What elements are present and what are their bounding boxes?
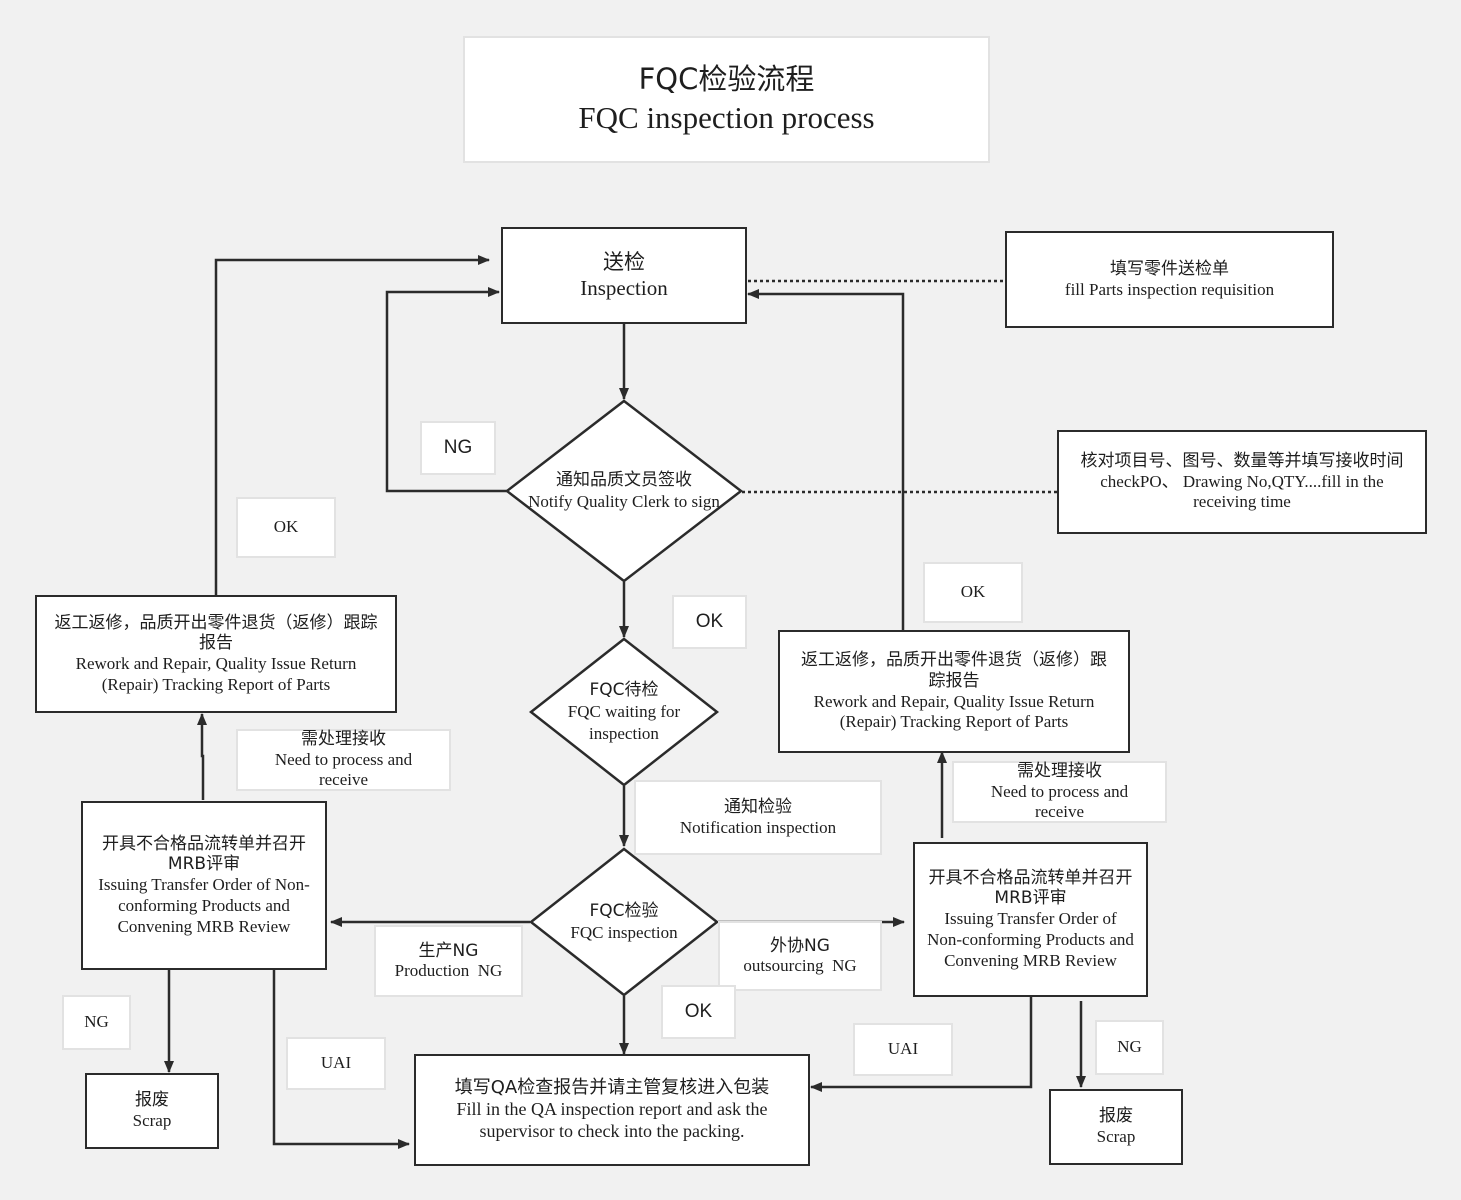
outsourcing-ng-zh: 外协NG xyxy=(770,935,830,956)
notification-label: 通知检验 Notification inspection xyxy=(634,780,882,855)
scrap-left-box: 报废 Scrap xyxy=(85,1073,219,1149)
ok-clerk-text: OK xyxy=(695,610,724,632)
arrow-ng-loop xyxy=(385,287,507,493)
fqc-inspection-zh: FQC检验 xyxy=(589,900,659,921)
need-left-label: 需处理接收 Need to process and receive xyxy=(236,729,451,791)
fill-requisition-en: fill Parts inspection requisition xyxy=(1064,279,1275,299)
ok-right-return-label: OK xyxy=(923,562,1023,623)
inspection-zh: 送检 xyxy=(603,249,645,274)
arrow-right-ok-return xyxy=(747,289,905,630)
rework-left-en: Rework and Repair, Quality Issue Return … xyxy=(75,654,357,694)
notification-en: Notification inspection xyxy=(679,817,837,837)
ng-left-label: NG xyxy=(62,995,131,1050)
production-ng-zh: 生产NG xyxy=(418,940,479,961)
arrow-left-ok-return xyxy=(214,255,490,596)
ok-right-return-text: OK xyxy=(960,582,986,602)
ng-clerk-label: NG xyxy=(420,421,496,475)
arrow-mrb-left-to-rework xyxy=(197,713,207,800)
mrb-right-en: Issuing Transfer Order of Non-conforming… xyxy=(927,909,1134,970)
inspection-box: 送检 Inspection xyxy=(501,227,747,324)
need-right-en: Need to process and receive xyxy=(990,781,1129,822)
qa-report-en: Fill in the QA inspection report and ask… xyxy=(456,1099,768,1141)
mrb-left-zh: 开具不合格品流转单并召开MRB评审 xyxy=(102,833,306,875)
diagram-title-en: FQC inspection process xyxy=(578,100,875,136)
arrow-uai-right xyxy=(810,997,1033,1092)
scrap-right-zh: 报废 xyxy=(1099,1106,1133,1127)
need-right-label: 需处理接收 Need to process and receive xyxy=(952,761,1167,823)
check-po-en: checkPO、 Drawing No,QTY....fill in the r… xyxy=(1100,471,1384,512)
scrap-right-en: Scrap xyxy=(1096,1127,1136,1146)
uai-right-text: UAI xyxy=(887,1039,919,1059)
scrap-left-zh: 报废 xyxy=(135,1090,169,1111)
uai-left-label: UAI xyxy=(286,1037,386,1090)
mrb-right-box: 开具不合格品流转单并召开MRB评审 Issuing Transfer Order… xyxy=(913,842,1148,997)
fqc-waiting-zh: FQC待检 xyxy=(589,680,659,701)
qa-report-box: 填写QA检查报告并请主管复核进入包装 Fill in the QA inspec… xyxy=(414,1054,810,1166)
fqc-inspection-en: FQC inspection xyxy=(570,923,678,942)
fqc-waiting-text: FQC待检 FQC waiting for inspection xyxy=(554,676,694,748)
check-po-zh: 核对项目号、图号、数量等并填写接收时间 xyxy=(1080,450,1404,471)
qa-report-zh: 填写QA检查报告并请主管复核进入包装 xyxy=(454,1077,770,1099)
scrap-left-en: Scrap xyxy=(132,1111,172,1130)
fill-requisition-box: 填写零件送检单 fill Parts inspection requisitio… xyxy=(1005,231,1334,328)
ng-right-text: NG xyxy=(1117,1037,1142,1057)
ok-left-return-text: OK xyxy=(273,517,299,537)
uai-right-label: UAI xyxy=(853,1023,953,1076)
rework-right-zh: 返工返修，品质开出零件退货（返修）跟踪报告 xyxy=(801,650,1107,691)
ok-qa-label: OK xyxy=(661,985,736,1039)
production-ng-en: Production NG xyxy=(394,961,503,980)
fill-requisition-zh: 填写零件送检单 xyxy=(1110,258,1229,279)
ng-clerk-text: NG xyxy=(443,436,473,458)
fqc-inspection-diamond xyxy=(528,847,720,997)
rework-left-zh: 返工返修，品质开出零件退货（返修）跟踪报告 xyxy=(54,612,378,654)
fqc-waiting-diamond xyxy=(528,637,720,787)
fqc-waiting-en: FQC waiting for inspection xyxy=(567,702,681,743)
ok-left-return-label: OK xyxy=(236,497,336,558)
ok-clerk-label: OK xyxy=(672,595,747,649)
mrb-right-zh: 开具不合格品流转单并召开MRB评审 xyxy=(928,867,1133,909)
need-left-zh: 需处理接收 xyxy=(301,729,386,750)
rework-right-en: Rework and Repair, Quality Issue Return … xyxy=(813,691,1095,732)
notify-clerk-diamond xyxy=(504,399,744,583)
arrow-uai-left xyxy=(272,969,410,1149)
diagram-title-box: FQC检验流程 FQC inspection process xyxy=(463,36,990,163)
need-right-zh: 需处理接收 xyxy=(1017,761,1102,782)
notification-zh: 通知检验 xyxy=(724,797,792,818)
ok-qa-text: OK xyxy=(684,1000,713,1022)
scrap-right-box: 报废 Scrap xyxy=(1049,1089,1183,1165)
inspection-en: Inspection xyxy=(580,275,668,300)
fqc-inspection-text: FQC检验 FQC inspection xyxy=(554,898,694,946)
ng-left-text: NG xyxy=(84,1012,109,1032)
mrb-left-en: Issuing Transfer Order of Non-conforming… xyxy=(98,875,310,936)
check-po-box: 核对项目号、图号、数量等并填写接收时间 checkPO、 Drawing No,… xyxy=(1057,430,1427,534)
production-ng-label: 生产NG Production NG xyxy=(374,925,523,997)
uai-left-text: UAI xyxy=(320,1053,352,1073)
outsourcing-ng-label: 外协NG outsourcing NG xyxy=(718,921,882,991)
notify-clerk-en: Notify Quality Clerk to sign xyxy=(528,492,720,511)
ng-right-label: NG xyxy=(1095,1020,1164,1075)
mrb-left-box: 开具不合格品流转单并召开MRB评审 Issuing Transfer Order… xyxy=(81,801,327,970)
notify-clerk-text: 通知品质文员签收 Notify Quality Clerk to sign xyxy=(527,451,721,531)
notify-clerk-zh: 通知品质文员签收 xyxy=(556,469,692,490)
rework-left-box: 返工返修，品质开出零件退货（返修）跟踪报告 Rework and Repair,… xyxy=(35,595,397,713)
diagram-title-zh: FQC检验流程 xyxy=(638,61,815,96)
need-left-en: Need to process and receive xyxy=(274,749,413,790)
outsourcing-ng-en: outsourcing NG xyxy=(743,956,857,975)
rework-right-box: 返工返修，品质开出零件退货（返修）跟踪报告 Rework and Repair,… xyxy=(778,630,1130,753)
